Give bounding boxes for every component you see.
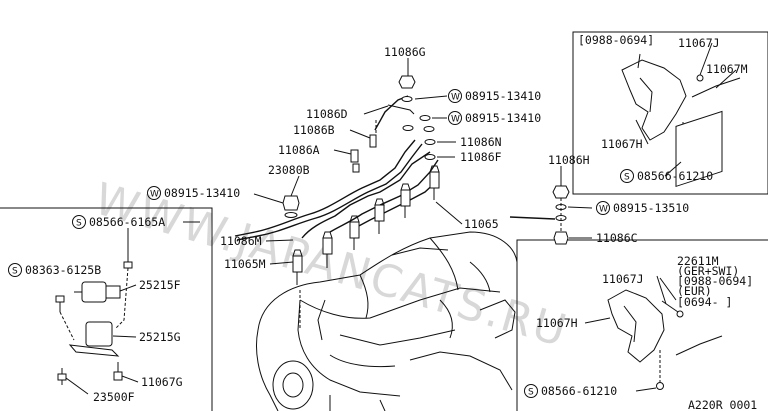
- label-11086D: 11086D: [306, 107, 348, 121]
- label-11065: 11065: [464, 217, 499, 231]
- injection-nozzles: [292, 165, 440, 285]
- label-08915-13410-b: 08915-13410: [465, 111, 541, 125]
- label-11086G: 11086G: [384, 45, 426, 59]
- label-11086C: 11086C: [596, 231, 638, 245]
- label-11086B: 11086B: [293, 123, 335, 137]
- relay-parts: [55, 228, 133, 385]
- washer-symbol-1: W: [448, 89, 462, 103]
- label-23080B: 23080B: [268, 163, 310, 177]
- label-11086M: 11086M: [220, 234, 262, 248]
- label-bottom-11067J: 11067J: [602, 272, 644, 286]
- label-08915-13410-a: 08915-13410: [465, 89, 541, 103]
- label-08915-13410-c: 08915-13410: [164, 186, 240, 200]
- label-ger-swi: (GER+SWI): [677, 264, 739, 278]
- label-range-2: [0694- ]: [677, 295, 732, 309]
- label-top-11067M: 11067M: [706, 62, 748, 76]
- label-top-11067J: 11067J: [678, 36, 720, 50]
- top-fittings: [282, 75, 436, 218]
- label-11086F: 11086F: [460, 150, 502, 164]
- label-22611M: 22611M: [677, 254, 719, 268]
- bottom-right-bracket: [607, 110, 723, 390]
- right-fittings: [509, 185, 570, 245]
- left-inset-frame: [0, 207, 213, 411]
- part-labels: 11086G 08915-13410 11086D 08915-13410 11…: [25, 33, 757, 411]
- label-bottom-08566-61210: 08566-61210: [541, 384, 617, 398]
- label-11086A: 11086A: [278, 143, 320, 157]
- label-23500F: 23500F: [93, 390, 135, 404]
- washer-symbol-3: W: [147, 186, 161, 200]
- nozzle-6: [429, 165, 440, 200]
- label-eur: (EUR): [677, 284, 712, 298]
- washer-symbol-2: W: [448, 111, 462, 125]
- screw-symbol-3: S: [620, 169, 634, 183]
- svg-text:W: W: [451, 115, 460, 125]
- screw-symbol-4: S: [524, 384, 538, 398]
- top-right-inset-frame: [572, 31, 768, 195]
- engine-block: [256, 231, 518, 411]
- label-top-11067H: 11067H: [601, 137, 643, 151]
- screw-symbol-2: S: [8, 263, 22, 277]
- nozzle-5: [400, 183, 411, 218]
- label-25215G: 25215G: [139, 330, 181, 344]
- label-11086N: 11086N: [460, 135, 502, 149]
- svg-text:W: W: [451, 93, 460, 103]
- svg-text:S: S: [12, 267, 18, 277]
- washer-symbol-4: W: [596, 201, 610, 215]
- svg-text:S: S: [76, 219, 82, 229]
- label-08363-6125B: 08363-6125B: [25, 263, 101, 277]
- label-top-08566-61210: 08566-61210: [637, 169, 713, 183]
- label-11065M: 11065M: [224, 257, 266, 271]
- bottom-right-inset-frame: [516, 239, 768, 411]
- diagram-code: A220R 0001: [688, 398, 757, 411]
- leader-lines: [65, 42, 737, 395]
- label-11067G: 11067G: [141, 375, 183, 389]
- label-11086H: 11086H: [548, 153, 590, 167]
- label-top-range: [0988-0694]: [578, 33, 654, 47]
- nozzle-3: [349, 215, 360, 250]
- nozzle-4: [374, 198, 385, 234]
- injection-pipes: [234, 95, 439, 241]
- svg-text:S: S: [528, 388, 534, 398]
- label-25215F: 25215F: [139, 278, 181, 292]
- svg-text:S: S: [624, 173, 630, 183]
- nozzle-1: [292, 249, 303, 285]
- svg-text:W: W: [599, 205, 608, 215]
- label-range-1: [0988-0694]: [677, 274, 753, 288]
- label-08915-13510: 08915-13510: [613, 201, 689, 215]
- label-bottom-11067H: 11067H: [536, 316, 578, 330]
- svg-text:W: W: [150, 190, 159, 200]
- nozzle-2: [322, 231, 333, 268]
- circled-symbols: W W W W S S S S: [8, 89, 634, 398]
- screw-symbol-1: S: [72, 215, 86, 229]
- label-08566-6165A: 08566-6165A: [89, 215, 165, 229]
